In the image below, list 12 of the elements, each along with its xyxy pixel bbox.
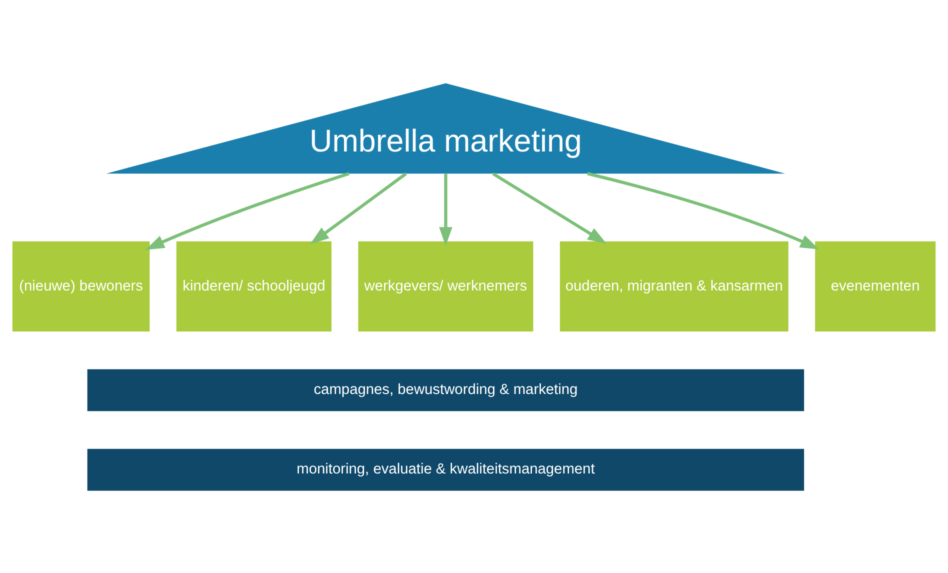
node-box: kinderen/ schooljeugd	[176, 240, 332, 332]
arrow	[492, 172, 607, 244]
node-box: (nieuwe) bewoners	[12, 240, 150, 332]
node-box: ouderen, migranten & kansarmen	[560, 240, 788, 332]
node-box: monitoring, evaluatie & kwaliteitsmanagement	[87, 448, 804, 490]
arrow	[310, 172, 407, 244]
arrow	[587, 172, 820, 249]
node-box: evenementen	[815, 240, 936, 332]
arrow	[145, 172, 350, 250]
arrow	[439, 173, 452, 246]
node-box: werkgevers/ werknemers	[358, 240, 534, 332]
node-box: campagnes, bewustwording & marketing	[87, 368, 804, 411]
